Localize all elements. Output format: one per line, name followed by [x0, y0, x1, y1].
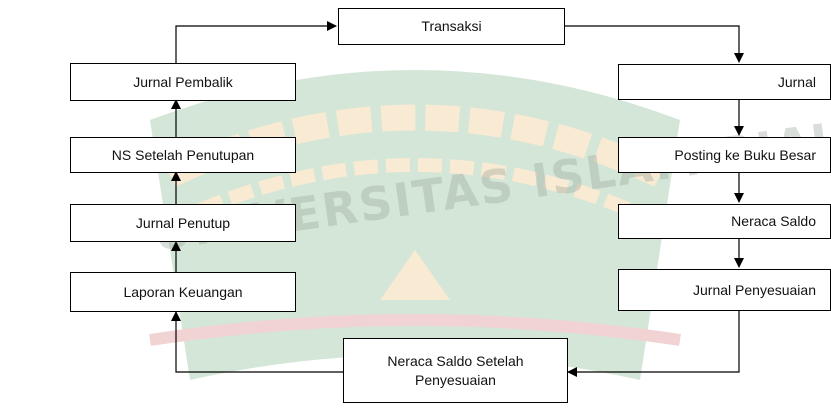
watermark-ribbon [149, 314, 681, 346]
arrow-transaksi-to-jurnal [565, 25, 744, 63]
node-transaksi: Transaksi [338, 8, 565, 45]
node-jurnal-penyesuaian: Jurnal Penyesuaian [618, 269, 831, 311]
arrow-nss-to-laporan [171, 311, 343, 373]
node-label: NS Setelah Penutupan [111, 146, 255, 163]
node-neraca-saldo-setelah-penyesuaian: Neraca Saldo Setelah Penyesuaian [343, 338, 568, 403]
node-laporan-keuangan: Laporan Keuangan [70, 272, 296, 312]
node-label: Jurnal Penutup [135, 214, 231, 231]
node-label: Jurnal Penyesuaian [693, 281, 816, 298]
watermark-peak [380, 250, 450, 300]
node-label: Laporan Keuangan [123, 283, 243, 300]
node-label: Neraca Saldo [731, 213, 816, 230]
node-label: Jurnal [777, 73, 816, 90]
node-label: Transaksi [421, 18, 482, 35]
arrow-jurnal-penyesuaian-to-nss [567, 311, 740, 377]
node-neraca-saldo: Neraca Saldo [618, 204, 831, 239]
node-label: Jurnal Pembalik [133, 73, 233, 90]
node-label: Posting ke Buku Besar [674, 146, 816, 163]
node-ns-setelah-penutupan: NS Setelah Penutupan [70, 137, 296, 173]
node-jurnal: Jurnal [618, 64, 831, 100]
arrow-jurnal-pembalik-to-transaksi [175, 21, 337, 63]
node-posting-ke-buku-besar: Posting ke Buku Besar [618, 137, 831, 173]
node-jurnal-pembalik: Jurnal Pembalik [70, 63, 296, 101]
node-jurnal-penutup: Jurnal Penutup [70, 204, 296, 242]
node-label-line1: Neraca Saldo Setelah [387, 352, 524, 369]
node-label-line2: Penyesuaian [415, 371, 496, 388]
